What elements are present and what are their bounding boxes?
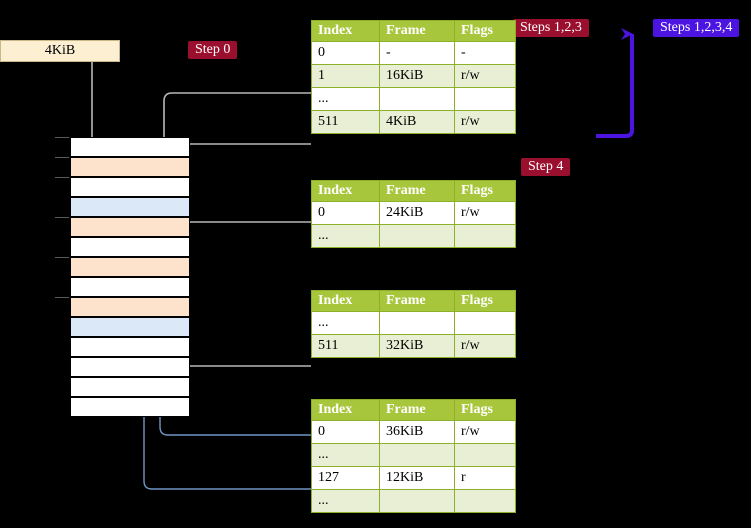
table-row: ... [311,224,516,248]
page-size-box: 4KiB [0,40,120,62]
cell-index: 0 [311,41,380,65]
column-header-flags: Flags [454,290,516,312]
cell-flags [454,87,516,111]
cell-frame [379,224,455,248]
cell-flags: r [454,466,516,490]
cell-index: 511 [311,334,380,358]
cell-index: ... [311,311,380,335]
cell-index: 0 [311,201,380,225]
column-header-frame: Frame [379,290,455,312]
column-header-frame: Frame [379,180,455,202]
memory-row [70,197,190,217]
cell-flags: r/w [454,110,516,134]
badge-step-0: Step 0 [188,41,238,59]
memory-row [70,297,190,317]
cell-flags: r/w [454,334,516,358]
cell-flags: r/w [454,64,516,88]
memory-tick [55,257,69,258]
cell-index: ... [311,87,380,111]
cell-flags: - [454,41,516,65]
wire-t1r511-to-mem [176,143,311,169]
column-header-index: Index [311,180,380,202]
memory-row [70,137,190,157]
cell-frame: 12KiB [379,466,455,490]
cell-index: ... [311,489,380,513]
memory-tick [55,217,69,218]
cell-frame: 32KiB [379,334,455,358]
cell-index: 127 [311,466,380,490]
column-header-index: Index [311,20,380,42]
cell-frame [379,489,455,513]
cell-index: 1 [311,64,380,88]
cell-frame [379,311,455,335]
memory-row [70,157,190,177]
cell-frame: 24KiB [379,201,455,225]
column-header-frame: Frame [379,20,455,42]
cell-frame: 36KiB [379,420,455,444]
memory-row [70,237,190,257]
column-header-flags: Flags [454,20,516,42]
cell-flags [454,489,516,513]
cell-frame: 4KiB [379,110,455,134]
cell-index: 0 [311,420,380,444]
cell-index: ... [311,224,380,248]
cell-flags [454,224,516,248]
memory-row [70,277,190,297]
memory-row [70,217,190,237]
memory-tick [55,157,69,158]
column-header-frame: Frame [379,399,455,421]
cell-flags: r/w [454,420,516,444]
cell-frame: - [379,41,455,65]
wire-t2r0-to-mem [176,221,311,249]
memory-row [70,377,190,397]
memory-column [55,137,190,417]
cell-flags: r/w [454,201,516,225]
cell-index: 511 [311,110,380,134]
memory-row [70,177,190,197]
column-header-index: Index [311,399,380,421]
memory-row [70,317,190,337]
column-header-flags: Flags [454,180,516,202]
cell-frame: 16KiB [379,64,455,88]
badge-steps-1234: Steps 1,2,3,4 [653,19,740,37]
memory-tick [55,137,69,138]
table-row: ... [311,443,516,467]
table-row: ... [311,311,516,335]
cell-frame [379,87,455,111]
wire-steps-bracket [596,28,634,138]
badge-step-4: Step 4 [521,158,571,176]
memory-tick [55,297,69,298]
column-header-flags: Flags [454,399,516,421]
memory-row [70,257,190,277]
table-row: ... [311,87,516,111]
cell-frame [379,443,455,467]
wire-t3r511-to-mem [169,326,311,367]
cell-flags [454,311,516,335]
badge-steps-123: Steps 1,2,3 [513,19,589,37]
column-header-index: Index [311,290,380,312]
memory-row [70,357,190,377]
table-row: ... [311,489,516,513]
cell-flags [454,443,516,467]
cell-index: ... [311,443,380,467]
memory-row [70,337,190,357]
table-row: 0-- [311,41,516,65]
memory-tick [55,177,69,178]
memory-row [70,397,190,417]
